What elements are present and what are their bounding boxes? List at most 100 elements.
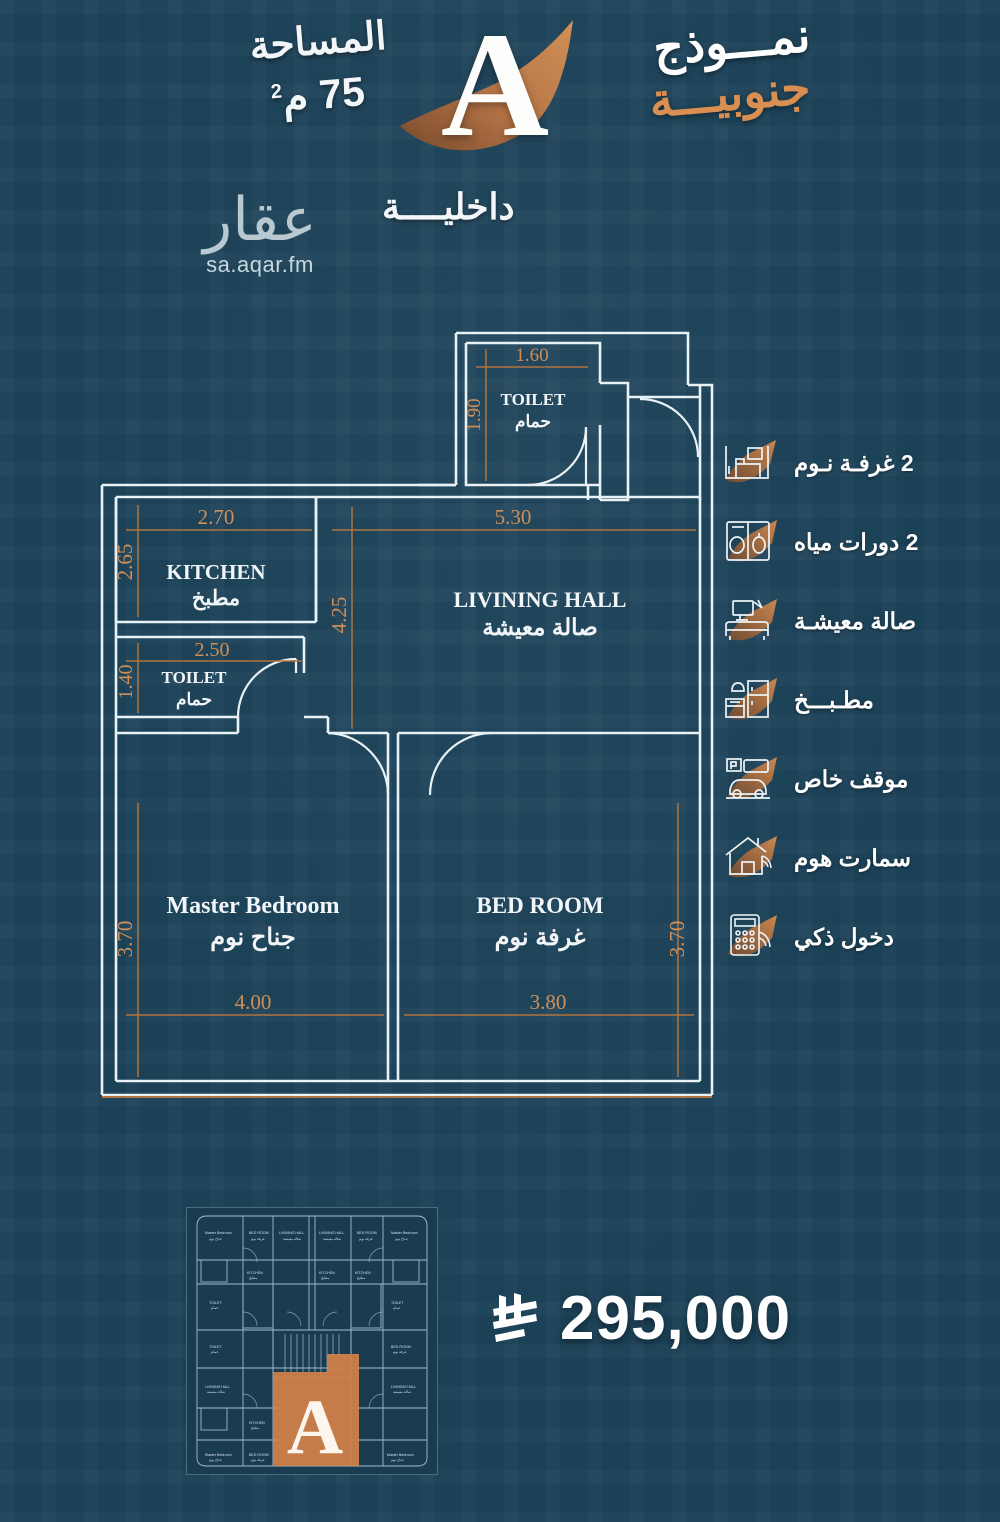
area-value: 75 م2	[226, 63, 409, 127]
room-label-bed-room-en: BED ROOM	[476, 893, 603, 918]
svg-text:BED ROOM: BED ROOM	[249, 1453, 269, 1457]
svg-text:LIVINING HALL: LIVINING HALL	[205, 1385, 230, 1389]
room-label-toilet-top-en: TOILET	[501, 390, 567, 409]
feature-item-living-room: صالة معيشـة	[718, 590, 948, 652]
svg-text:غرفة نوم: غرفة نوم	[359, 1237, 373, 1241]
brand-url: sa.aqar.fm	[206, 252, 314, 277]
model-badge-swoosh	[400, 20, 573, 151]
svg-text:غرفة نوم: غرفة نوم	[251, 1237, 265, 1241]
plan-interior-walls	[114, 497, 700, 1081]
room-label-living-hall-en: LIVINING HALL	[454, 587, 627, 612]
features-list: 2 غرفـة نـوم 2 دورات مياه	[718, 432, 948, 985]
svg-text:جناح نوم: جناح نوم	[209, 1457, 223, 1462]
smart-home-icon	[718, 829, 780, 887]
floor-plan-drawing: TOILET حمام 1.60 1.90 KITCHEN مطبخ 2.70 …	[88, 325, 738, 1105]
svg-text:KITCHEN: KITCHEN	[249, 1421, 265, 1425]
svg-text:صالة معيشة: صالة معيشة	[207, 1389, 226, 1394]
door-bed-room	[428, 731, 493, 796]
room-label-master-bedroom-ar: جناح نوم	[210, 924, 296, 952]
svg-text:LIVINING HALL: LIVINING HALL	[319, 1231, 344, 1235]
svg-text:مطبخ: مطبخ	[249, 1275, 257, 1280]
model-badge: A	[395, 8, 595, 183]
bedroom-icon	[718, 434, 780, 492]
svg-text:مطبخ: مطبخ	[321, 1275, 329, 1280]
door-toilet-top	[527, 426, 588, 487]
plan-walls	[418, 331, 714, 502]
room-label-master-bedroom-en: Master Bedroom	[166, 893, 339, 919]
svg-text:حمام: حمام	[211, 1349, 219, 1354]
door-master-bedroom	[327, 731, 390, 796]
plan-dimension-lines	[102, 349, 712, 1098]
svg-text:LIVINING HALL: LIVINING HALL	[391, 1385, 416, 1389]
dim-kitchen-height: 2.65	[113, 544, 137, 581]
riyal-symbol-icon	[493, 1293, 537, 1342]
svg-text:KITCHEN: KITCHEN	[247, 1271, 263, 1275]
price-block: 295,000	[490, 1288, 791, 1350]
svg-text:غرفة نوم: غرفة نوم	[251, 1458, 265, 1462]
feature-item-parking: موقف خاص	[718, 748, 948, 810]
living-room-icon	[718, 592, 780, 650]
svg-text:حمام: حمام	[393, 1305, 401, 1310]
plan-room-labels: TOILET حمام 1.60 1.90 KITCHEN مطبخ 2.70 …	[113, 345, 689, 1014]
dim-toilet-lower-height: 1.40	[115, 665, 137, 700]
feature-item-smart-home: سمارت هوم	[718, 827, 948, 889]
room-label-toilet-top-ar: حمام	[515, 412, 551, 432]
room-label-toilet-lower-en: TOILET	[162, 668, 228, 687]
svg-text:BED ROOM: BED ROOM	[249, 1231, 269, 1235]
svg-text:KITCHEN: KITCHEN	[355, 1271, 371, 1275]
model-title-line2: جنوبيـــة	[646, 60, 812, 127]
door-toilet-lower	[236, 657, 298, 718]
svg-text:مطبخ: مطبخ	[357, 1275, 365, 1280]
kitchen-icon	[718, 671, 780, 729]
dim-living-hall-height: 4.25	[327, 597, 351, 634]
model-title-block: نمـــوذج جنوبيـــة	[647, 8, 812, 127]
svg-text:مطبخ: مطبخ	[251, 1425, 259, 1430]
dim-master-bedroom-width: 4.00	[235, 990, 272, 1014]
svg-text:جناح نوم: جناح نوم	[395, 1236, 409, 1241]
svg-text:BED ROOM: BED ROOM	[391, 1345, 411, 1349]
feature-label-kitchen: مطـبـــخ	[794, 686, 874, 713]
room-label-bed-room-ar: غرفة نوم	[495, 924, 586, 952]
svg-text:حمام: حمام	[211, 1305, 219, 1310]
dim-kitchen-width: 2.70	[198, 505, 235, 529]
svg-text:TOILET: TOILET	[209, 1301, 222, 1305]
feature-label-smart-entry: دخول ذكي	[794, 923, 894, 950]
svg-text:صالة معيشة: صالة معيشة	[393, 1389, 412, 1394]
svg-text:صالة معيشة: صالة معيشة	[323, 1236, 342, 1241]
svg-text:جناح نوم: جناح نوم	[391, 1457, 405, 1462]
feature-item-bathroom: 2 دورات مياه	[718, 511, 948, 573]
parking-icon	[718, 750, 780, 808]
brand-logo: عقار sa.aqar.fm	[160, 190, 360, 278]
bathroom-icon	[718, 513, 780, 571]
area-label: المساحة	[247, 14, 388, 69]
dim-master-bedroom-height: 3.70	[113, 921, 137, 958]
room-label-kitchen-en: KITCHEN	[166, 560, 265, 584]
plan-outer-walls	[100, 483, 714, 1097]
price-amount: 295,000	[560, 1284, 792, 1353]
room-label-toilet-lower-ar: حمام	[176, 690, 212, 710]
feature-label-bathroom: 2 دورات مياه	[794, 528, 919, 555]
model-title-line3: داخليــــة	[382, 186, 515, 227]
svg-text:Master Bedroom: Master Bedroom	[387, 1453, 414, 1457]
dim-bed-room-width: 3.80	[530, 990, 567, 1014]
dim-living-hall-width: 5.30	[495, 505, 532, 529]
area-block: المساحة 75 م2	[228, 15, 408, 121]
svg-text:جناح نوم: جناح نوم	[209, 1236, 223, 1241]
feature-item-kitchen: مطـبـــخ	[718, 669, 948, 731]
svg-text:TOILET: TOILET	[391, 1301, 404, 1305]
poster-header: المساحة 75 م2 A نمـــوذج جنوبيـــة داخلي…	[0, 0, 1000, 300]
svg-text:Master Bedroom: Master Bedroom	[205, 1453, 232, 1457]
svg-text:BED ROOM: BED ROOM	[357, 1231, 377, 1235]
feature-label-smart-home: سمارت هوم	[794, 844, 911, 871]
dim-bed-room-height: 3.70	[665, 921, 689, 958]
svg-text:صالة معيشة: صالة معيشة	[283, 1236, 302, 1241]
model-badge-letter: A	[440, 2, 550, 168]
svg-text:غرفة نوم: غرفة نوم	[393, 1350, 407, 1354]
area-number: 75 م	[280, 67, 367, 121]
room-label-kitchen-ar: مطبخ	[192, 587, 240, 611]
dim-toilet-lower-width: 2.50	[195, 639, 230, 661]
brand-name: عقار	[203, 186, 318, 253]
